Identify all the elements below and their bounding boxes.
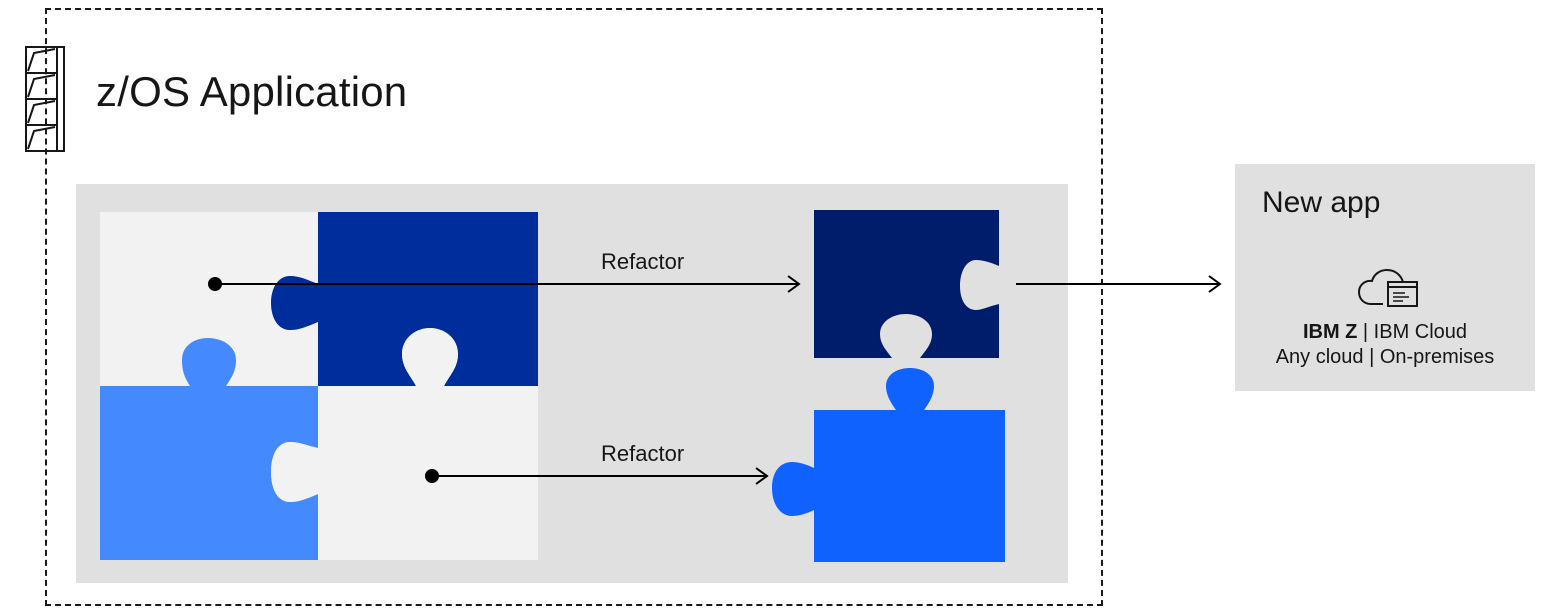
new-app-box: New app IBM Z | IBM Cloud Any cloud | On…	[1235, 164, 1535, 391]
cloud-app-icon	[1357, 268, 1418, 307]
ibm-z-label: IBM Z	[1302, 321, 1358, 343]
zos-application-boundary	[45, 8, 1103, 606]
refactor-label-top: Refactor	[601, 249, 685, 274]
deploy-arrow	[1016, 275, 1222, 293]
new-app-title: New app	[1262, 186, 1381, 219]
deployment-targets-line-2: Any cloud | On-premises	[1275, 346, 1495, 368]
deployment-targets-line-1: IBM Z | IBM Cloud	[1235, 320, 1535, 345]
refactor-label-bottom: Refactor	[601, 441, 685, 466]
extracted-piece-navy	[814, 210, 999, 358]
refactor-arrow-bottom	[425, 467, 769, 485]
extracted-piece-blue	[772, 368, 1005, 562]
puzzle-piece-bottom-left	[100, 338, 318, 560]
mainframe-icon	[25, 46, 65, 152]
ibm-cloud-label: | IBM Cloud	[1357, 321, 1468, 343]
application-title: z/OS Application	[96, 68, 408, 115]
refactor-arrow-top	[208, 275, 801, 293]
puzzle-piece-bottom-right	[271, 328, 538, 560]
deployment-targets: IBM Z | IBM Cloud Any cloud | On-premise…	[1235, 320, 1535, 370]
puzzle-piece-top-right	[271, 212, 538, 386]
